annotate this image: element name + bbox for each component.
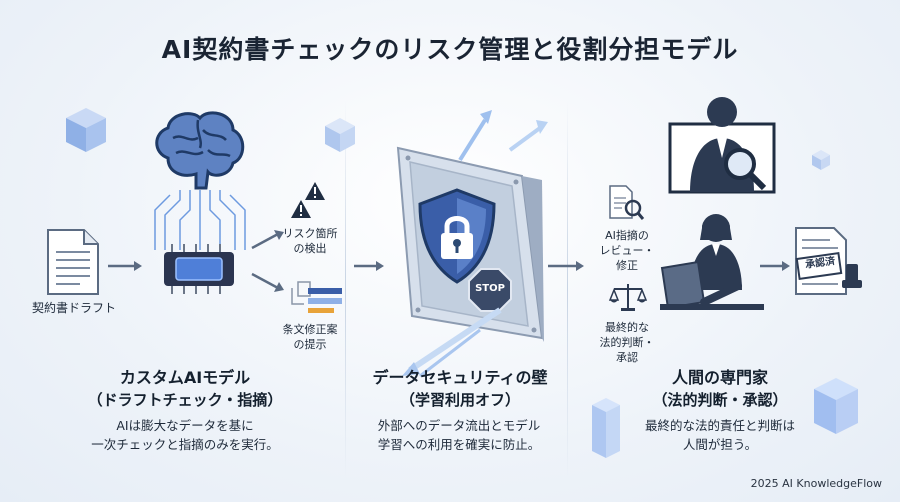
- column-2-description: 外部へのデータ流出とモデル学習への利用を確実に防止。: [377, 418, 541, 452]
- expert-laptop-icon: [660, 214, 764, 310]
- shield-lock-icon: [418, 188, 496, 284]
- warning-icon: [291, 200, 311, 218]
- arrow-down-right-icon: [251, 272, 284, 292]
- contract-document-icon: [47, 229, 99, 295]
- column-3-description: 最終的な法的責任と判断は人間が担う。: [644, 418, 795, 452]
- column-1-description: AIは膨大なデータを基に一次チェックと指摘のみを実行。: [91, 418, 279, 452]
- cube-icon: [325, 118, 355, 152]
- warning-icon: [305, 182, 325, 200]
- cube-icon: [592, 398, 620, 458]
- column-divider: [345, 100, 346, 480]
- approved-document-icon: [795, 227, 862, 295]
- stop-sign-text: STOP: [475, 283, 505, 294]
- deflect-arrows: [402, 307, 502, 378]
- column-3-title: 人間の専門家: [671, 368, 768, 387]
- arrow-right-icon: [108, 261, 142, 271]
- arrow-up-right-icon: [251, 230, 284, 250]
- cube-icon: [66, 108, 106, 152]
- cube-icon: [814, 378, 858, 434]
- page-title: AI契約書チェックのリスク管理と役割分担モデル: [161, 35, 739, 64]
- column-2-subtitle: （学習利用オフ）: [399, 391, 520, 409]
- column-divider: [567, 100, 568, 480]
- ai-review-label: AI指摘のレビュー・修正: [599, 229, 655, 272]
- circuit-lines: [154, 190, 246, 250]
- risk-detect-label: リスク箇所の検出: [282, 227, 338, 255]
- footer-credit: 2025 AI KnowledgeFlow: [750, 477, 882, 490]
- scales-icon: [608, 284, 648, 311]
- cube-icon: [812, 150, 830, 170]
- arrow-right-icon: [548, 261, 584, 271]
- ai-chip-icon: [164, 244, 234, 294]
- fix-suggest-label: 条文修正案の提示: [282, 323, 338, 351]
- column-2-title: データセキュリティの壁: [372, 368, 548, 387]
- document-edit-icon: [291, 281, 342, 313]
- brain-icon: [155, 111, 245, 190]
- column-1-title: カスタムAIモデル: [119, 368, 251, 387]
- arrow-right-icon: [354, 261, 384, 271]
- final-judgment-label: 最終的な法的判断・承認: [599, 321, 655, 364]
- deflect-arrows: [458, 110, 548, 162]
- column-3-subtitle: （法的判断・承認）: [652, 391, 788, 409]
- expert-inspect-icon: [668, 97, 776, 194]
- document-search-icon: [609, 185, 645, 220]
- arrow-right-icon: [760, 261, 790, 271]
- column-1-subtitle: （ドラフトチェック・指摘）: [87, 391, 283, 409]
- contract-draft-label: 契約書ドラフト: [31, 301, 116, 315]
